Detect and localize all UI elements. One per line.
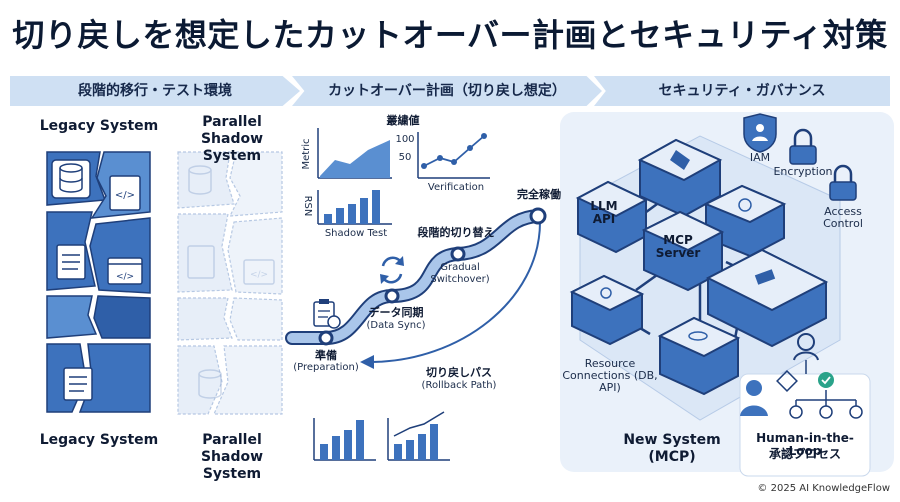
metric-chart: [317, 128, 392, 179]
resource-connections-label: Resource Connections (DB, API): [562, 357, 658, 394]
shadow-database-icon-2: [198, 369, 222, 399]
top-module: [637, 138, 723, 218]
parallel-shadow-label-top: Parallel Shadow System: [200, 114, 264, 164]
network-module: [703, 184, 787, 258]
banner-security-label: セキュリティ・ガバナンス: [658, 83, 826, 99]
migration-path: [285, 209, 545, 345]
shadow-document-icon: [187, 245, 215, 279]
code-window-icon: </>: [107, 257, 143, 285]
banner-migration-label: 段階的移行・テスト環境: [78, 83, 232, 99]
verification-label: Verification: [427, 182, 485, 193]
log-document-icon: [63, 367, 93, 401]
code-file-icon: </>: [109, 175, 141, 211]
metric-axis-label: Metric: [301, 138, 312, 170]
step-data-sync-en: (Data Sync): [366, 320, 426, 331]
shadow-system-blocks: [177, 151, 283, 415]
bottom-trend-chart: [387, 411, 450, 461]
bottom-bar-chart: [313, 418, 376, 461]
access-control-lock-icon: [829, 164, 857, 201]
processor-module: [705, 248, 829, 348]
clipboard-icon: [313, 299, 341, 329]
approval-process-label: 承認プロセス: [768, 447, 841, 461]
step-preparation-jp: 準備: [315, 349, 337, 362]
sync-icon: [380, 256, 404, 284]
step-data-sync-jp: データ同期: [368, 306, 424, 319]
rollback-path-en: (Rollback Path): [421, 380, 497, 391]
chart-title-label: 叢繍値: [386, 114, 420, 127]
llm-api-module: [575, 180, 649, 254]
svg-text:</>: </>: [250, 270, 268, 280]
human-in-the-loop-label: Human-in-the-Loop: [756, 431, 854, 458]
rsn-axis-label: RSN: [302, 195, 313, 217]
database-icon: [51, 159, 91, 199]
step-switchover-en: Gradual Switchover): [430, 262, 490, 285]
rsn-bar-chart: [317, 190, 392, 225]
human-in-the-loop-graphic: [739, 333, 871, 477]
verification-chart: [417, 132, 490, 179]
rollback-path-jp: 切り戻しパス: [426, 366, 492, 379]
iam-label: IAM: [749, 151, 771, 164]
llm-api-label: LLM API: [590, 199, 618, 226]
document-icon: [56, 244, 86, 280]
rollback-arrow: [360, 221, 541, 369]
mcp-server-label: MCP Server: [655, 233, 701, 260]
hub-module: [569, 274, 645, 346]
iam-icon: [743, 113, 777, 153]
banner-cutover: カットオーバー計画（切り戻し想定）: [292, 76, 602, 106]
encryption-label: Encryption: [773, 165, 833, 178]
parallel-shadow-label-bottom: Parallel Shadow System: [200, 432, 264, 482]
svg-text:</>: </>: [115, 190, 135, 201]
access-control-label: Access Control: [823, 205, 863, 230]
page-title: 切り戻しを想定したカットオーバー計画とセキュリティ対策: [12, 16, 888, 54]
database-module: [657, 316, 741, 396]
banner-migration: 段階的移行・テスト環境: [10, 76, 300, 106]
step-preparation-en: (Preparation): [293, 362, 359, 373]
copyright-footer: © 2025 AI KnowledgeFlow: [757, 483, 890, 494]
path-milestones: [318, 207, 547, 346]
step-switchover-jp: 段階的切り替え: [417, 226, 495, 239]
y-tick-100: 100: [395, 134, 415, 145]
shadow-code-icon: </>: [243, 259, 275, 285]
y-tick-50: 50: [398, 152, 412, 163]
shadow-database-icon: [188, 165, 212, 195]
legacy-system-label-bottom: Legacy System: [39, 432, 159, 448]
banner-security: セキュリティ・ガバナンス: [594, 76, 890, 106]
step-complete-jp: 完全稼働: [517, 188, 561, 201]
encryption-lock-icon: [789, 128, 817, 165]
legacy-system-label-top: Legacy System: [39, 118, 159, 134]
svg-text:</>: </>: [116, 272, 134, 282]
new-system-label: New System (MCP): [623, 432, 721, 465]
shadow-test-label: Shadow Test: [324, 228, 388, 239]
banner-cutover-label: カットオーバー計画（切り戻し想定）: [328, 83, 566, 99]
